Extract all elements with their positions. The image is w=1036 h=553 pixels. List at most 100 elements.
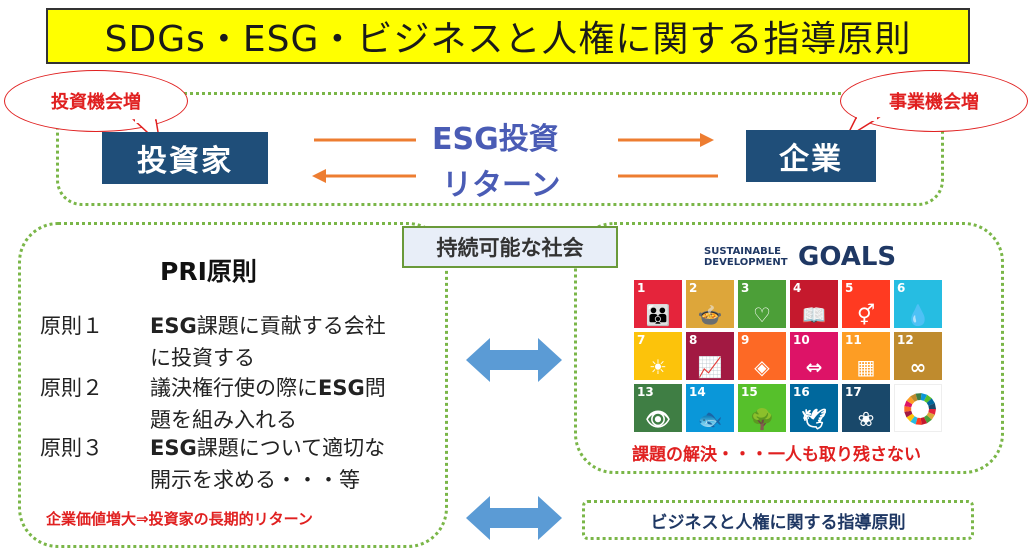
title-text: SDGs・ESG・ビジネスと人権に関する指導原則 [104,19,912,60]
sdg-tile-1: 1👪 [634,280,682,328]
principle-3-line2: 開示を求める・・・等 [150,468,360,492]
sdg-tile-number: 1 [637,281,646,295]
sdg-tile-number: 2 [689,281,698,295]
investor-label: 投資家 [137,144,233,179]
pri-area [18,222,448,548]
sdg-tile-number: 3 [741,281,750,295]
sdg-tile-number: 4 [793,281,802,295]
sdg-tile-4: 4📖 [790,280,838,328]
sdg-tile-8: 8📈 [686,332,734,380]
sdg-tile-number: 15 [741,385,758,399]
sdg-tile-number: 14 [689,385,706,399]
sdgs-logo-line2: DEVELOPMENT [704,257,788,268]
sdg-tile-number: 16 [793,385,810,399]
principle-2-prefix: 議決権行使の際に [150,376,318,400]
business-human-rights-box: ビジネスと人権に関する指導原則 [582,500,974,540]
sdg-tile-3: 3♡ [738,280,786,328]
sdg-tile-number: 13 [637,385,654,399]
principle-3-text: ESG課題について適切な 開示を求める・・・等 [150,432,438,496]
sdg-tile-number: 12 [897,333,914,347]
sdg-goal-icon: ∞ [909,355,927,379]
investment-opportunity-bubble: 投資機会増 [4,70,188,132]
sdg-tile-2: 2🍲 [686,280,734,328]
sdg-goal-icon: ☀ [649,355,667,379]
sdg-tile-11: 11 ▦ [842,332,890,380]
sdg-tile-number: 8 [689,333,698,347]
sdg-goal-icon: 🐟 [697,407,723,431]
sdg-wheel-icon [904,393,936,425]
pri-title: PRI原則 [160,257,257,286]
sdg-wheel-tile [894,384,942,432]
sdgs-logo-line1: SUSTAINABLE [704,246,781,257]
sdg-tile-number: 7 [637,333,646,347]
investor-company-area [56,92,944,206]
sustainable-society-label: 持続可能な社会 [436,236,584,260]
left-arrowhead [312,169,326,183]
pri-footer: 企業価値増大⇒投資家の長期的リターン [46,510,313,528]
pri-sdgs-double-arrow [466,338,562,382]
sdg-tile-16: 16 🕊 [790,384,838,432]
sdg-tile-14: 14 🐟 [686,384,734,432]
principle-2-text: 議決権行使の際にESG問 題を組み入れる [150,372,438,436]
sdg-tile-15: 15 🌳 [738,384,786,432]
business-opportunity-text: 事業機会増 [889,92,979,113]
sdg-goal-icon: ♡ [753,303,771,327]
investor-box: 投資家 [102,132,268,184]
sdg-goal-icon: 📖 [801,303,827,327]
company-box: 企業 [746,130,876,182]
return-label: リターン [442,168,561,203]
sdg-goal-icon: 👪 [645,303,671,327]
sustainable-society-box: 持続可能な社会 [402,226,618,268]
sdg-tile-7: 7☀ [634,332,682,380]
principle-1-label: 原則１ [40,314,103,338]
sdg-goal-icon: ▦ [856,355,876,379]
principle-3-esg: ESG [150,436,197,460]
principle-1-line2: に投資する [150,346,255,370]
sdg-tile-12: 12 ∞ [894,332,942,380]
orange-arrows [312,133,718,183]
sdg-goal-icon: 💧 [905,303,931,327]
pri-human-rights-double-arrow [466,496,562,540]
esg-investment-label: ESG投資 [432,122,559,157]
investment-opportunity-text: 投資機会増 [51,92,141,113]
sdg-tile-number: 9 [741,333,750,347]
principle-2-suffix: 問 [364,376,386,400]
company-label: 企業 [779,142,843,177]
sdg-goal-icon: 🕊 [801,407,827,431]
right-arrowhead [700,133,714,147]
sdg-tile-9: 9◈ [738,332,786,380]
solution-text: 課題の解決・・・一人も取り残さない [632,445,921,465]
sdg-tile-17: 17 ❀ [842,384,890,432]
page-title: SDGs・ESG・ビジネスと人権に関する指導原則 [46,8,970,64]
principle-2-line2: 題を組み入れる [150,408,297,432]
sdgs-area [574,222,1004,474]
sdg-tile-number: 5 [845,281,854,295]
sdg-tile-5: 5⚥ [842,280,890,328]
principle-3-line1: 課題について適切な [196,436,386,460]
sdg-tile-number: 10 [793,333,810,347]
sdg-tile-number: 17 [845,385,862,399]
principle-2-esg: ESG [318,376,365,400]
sdg-goal-icon: ❀ [857,407,875,431]
sdg-goal-icon: ◈ [754,355,770,379]
business-opportunity-bubble: 事業機会増 [840,70,1028,132]
sdg-goal-icon: ⇔ [805,355,823,379]
business-human-rights-label: ビジネスと人権に関する指導原則 [650,512,906,533]
sdg-goal-icon: 👁 [645,407,671,431]
sdgs-logo: SUSTAINABLE DEVELOPMENT GOALS [704,242,896,272]
principle-1-esg: ESG [150,314,197,338]
principle-1-line1: 課題に貢献する会社 [196,314,386,338]
principle-2-label: 原則２ [40,376,103,400]
sdgs-logo-goals: GOALS [798,242,897,272]
sdg-tile-13: 13 👁 [634,384,682,432]
sdg-goal-icon: 🌳 [749,407,775,431]
sdg-goal-icon: ⚥ [856,303,876,327]
sdg-goal-icon: 📈 [697,355,723,379]
sdg-tile-number: 6 [897,281,906,295]
principle-1-text: ESG課題に貢献する会社 に投資する [150,310,438,374]
sdg-tile-number: 11 [845,333,862,347]
sdg-tile-6: 6💧 [894,280,942,328]
sdg-goal-icon: 🍲 [697,303,723,327]
sdg-tile-10: 10 ⇔ [790,332,838,380]
principle-3-label: 原則３ [40,436,103,460]
